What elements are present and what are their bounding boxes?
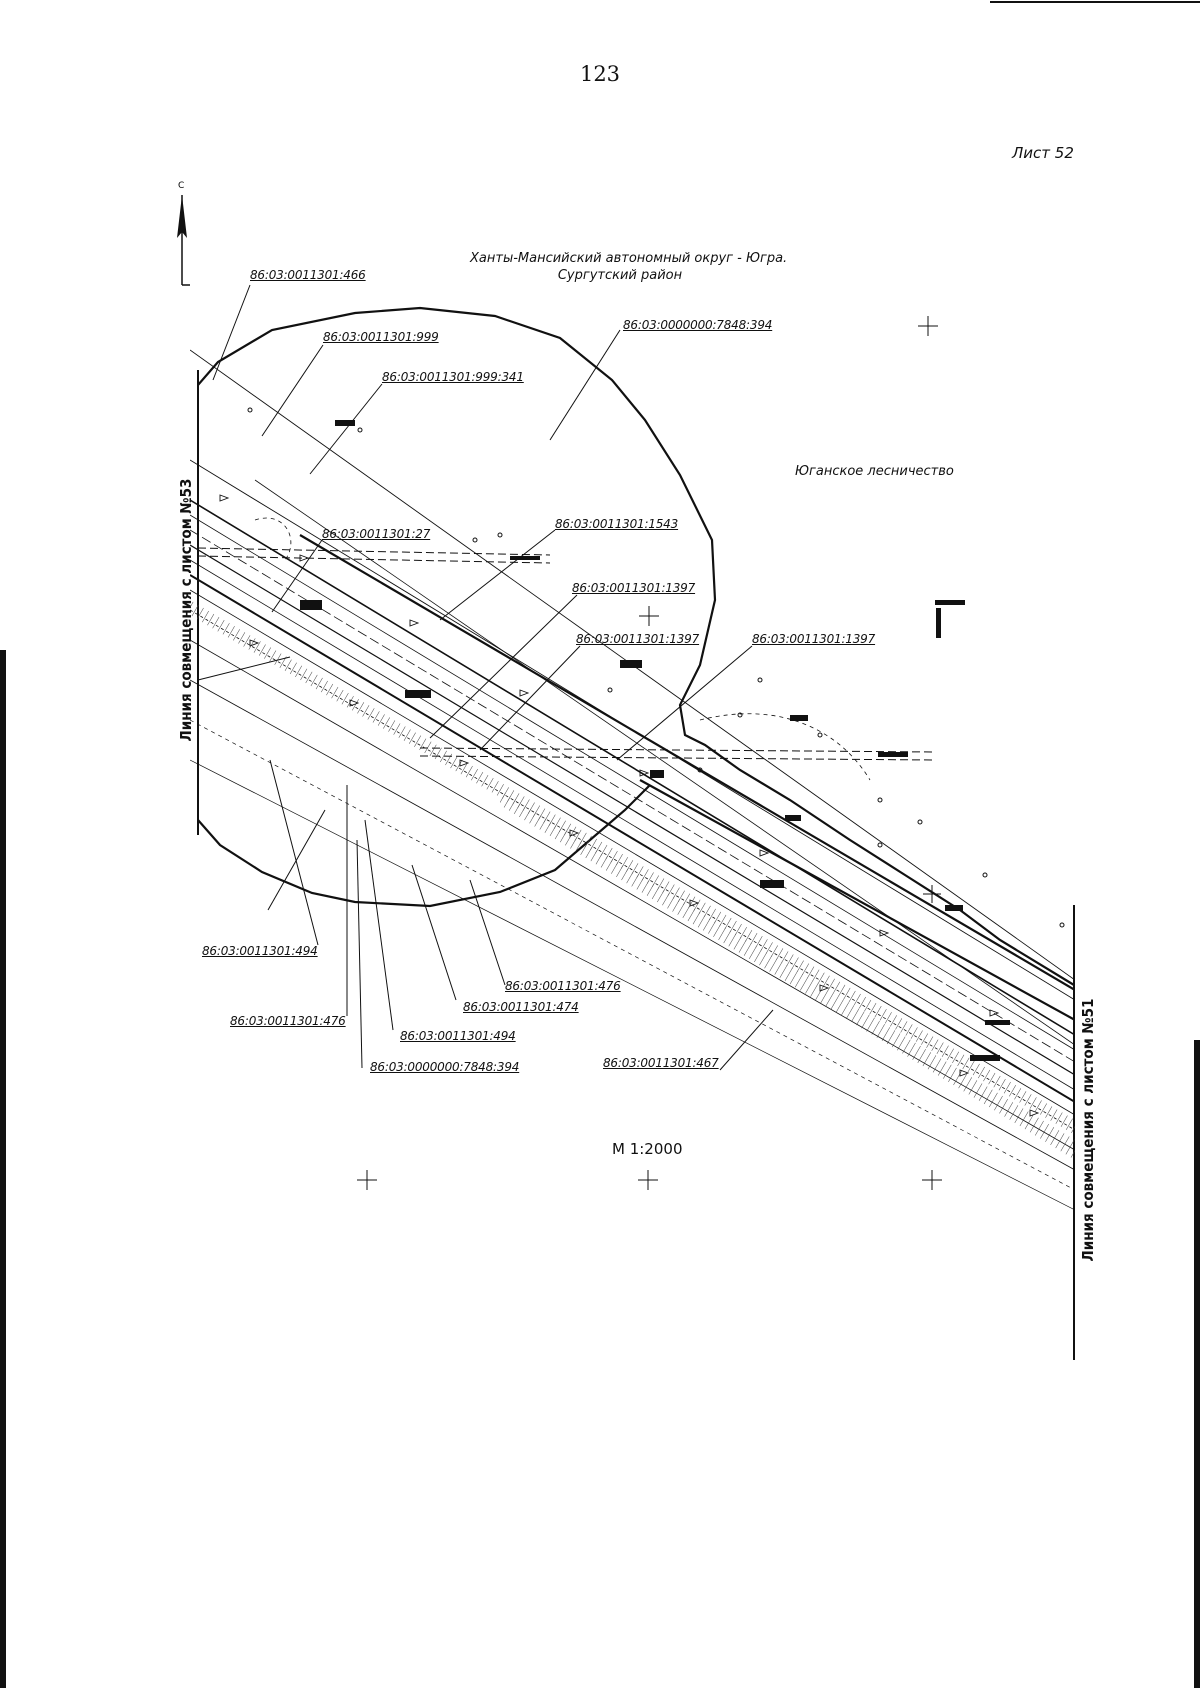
region-title-line1: Ханты-Мансийский автономный округ - Югра… (470, 251, 788, 266)
parcel-boundary-polygon (197, 306, 1075, 986)
hatched-strip (190, 600, 1075, 1135)
right-margin-bar (1194, 1040, 1200, 1688)
parcel-label: 86:03:0011301:476 (230, 1014, 346, 1028)
left-margin-bar (0, 650, 6, 1688)
forestry-label: Юганское лесничество (795, 464, 954, 479)
leader-lines (197, 284, 774, 1071)
region-title-line2: Сургутский район (557, 268, 683, 283)
north-arrow-letter: С (178, 181, 184, 191)
parcel-label: 86:03:0011301:476 (505, 979, 621, 993)
corridor-lines (190, 349, 1075, 1211)
sheet-label: Лист 52 (1012, 144, 1074, 162)
parcel-label: 86:03:0000000:7848:394 (623, 318, 773, 332)
parcel-label: 86:03:0011301:467 (603, 1056, 719, 1070)
horizontal-dashed-lines (197, 547, 936, 761)
parcel-label: 86:03:0011301:1397 (572, 581, 696, 595)
parcel-label: 86:03:0011301:494 (202, 944, 318, 958)
dashed-curve (699, 713, 871, 781)
page-number: 123 (579, 62, 621, 86)
hatched-strip-2 (500, 790, 1075, 1160)
north-arrow-icon (177, 195, 190, 286)
parcel-label: 86:03:0011301:466 (250, 268, 366, 282)
parcel-label: 86:03:0011301:494 (400, 1029, 516, 1043)
parcel-label: 86:03:0011301:1543 (555, 517, 679, 531)
parcel-label: 86:03:0011301:1397 (576, 632, 700, 646)
region-title: Ханты-Мансийский автономный округ - Югра… (470, 250, 788, 284)
parcel-label: 86:03:0011301:474 (463, 1000, 579, 1014)
parcel-label: 86:03:0000000:7848:394 (370, 1060, 520, 1074)
parcel-label: 86:03:0011301:1397 (752, 632, 876, 646)
parcel-label: 86:03:0011301:999:341 (382, 370, 524, 384)
map-markers (247, 407, 1065, 928)
point-triangle-markers (219, 494, 1040, 1117)
grid-crosses (357, 316, 942, 1190)
parcel-label: 86:03:0011301:27 (322, 527, 431, 541)
parcel-label: 86:03:0011301:999 (323, 330, 439, 344)
annotation-blobs (300, 420, 1010, 1061)
dashed-curve-2 (254, 517, 292, 561)
scale-label: М 1:2000 (612, 1140, 683, 1158)
parcel-boundary-lower (197, 784, 651, 908)
